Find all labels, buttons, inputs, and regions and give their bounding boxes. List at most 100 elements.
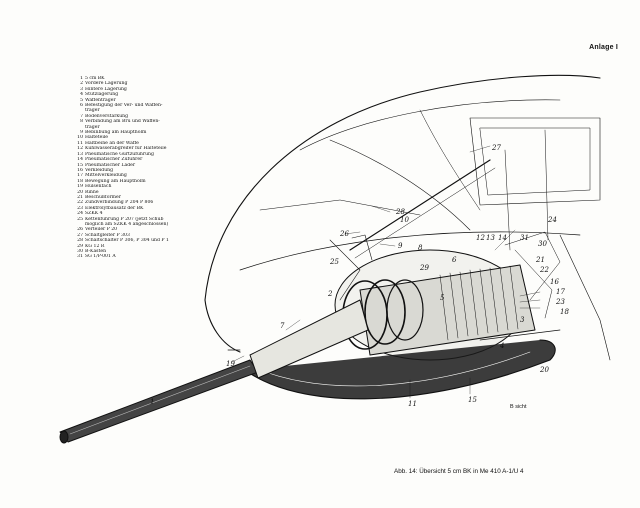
frame-vertical	[504, 149, 511, 251]
legend-number: 27	[77, 232, 83, 238]
legend-number: 3	[80, 86, 83, 92]
legend-text: KG 12 R	[85, 243, 105, 249]
control-rod-2	[354, 167, 496, 259]
callout-number: 14	[498, 234, 507, 242]
legend-text: möglich am SZKK 4 angeschlossen)	[85, 221, 169, 227]
legend-number: 31	[77, 254, 83, 260]
legend-number: 29	[77, 243, 83, 249]
callout-number: 24	[547, 216, 557, 224]
legend-number: 20	[77, 189, 83, 195]
callout-number: 19	[226, 360, 235, 368]
legend-text: Pneumatische Gurtzuführung	[85, 151, 154, 157]
control-rod	[349, 159, 491, 251]
legend-number: 21	[77, 194, 83, 200]
legend-text: Halteteile	[85, 135, 109, 141]
callout-number: 1	[150, 398, 154, 406]
callout-number: 29	[419, 264, 429, 272]
side-panel	[469, 117, 601, 206]
linkage-2	[514, 249, 553, 319]
legend-text: Rinne	[85, 189, 99, 195]
legend-number: 19	[77, 184, 83, 190]
muzzle	[59, 430, 69, 444]
legend-text: Bodenverstärkung	[85, 113, 129, 119]
legend-text: Zündverbindung P 204 P 806	[85, 200, 154, 206]
annex-label: Anlage I	[589, 44, 618, 51]
legend-text: Bebinbung am Hauptholm	[85, 130, 147, 136]
callout-number: 7	[280, 322, 285, 330]
legend-number: 11	[77, 140, 83, 146]
legend-number: 10	[77, 135, 83, 141]
legend-text: träger	[85, 108, 100, 114]
legend-number: 6	[80, 103, 83, 109]
callout-number: 9	[398, 242, 403, 250]
legend-number: 8	[80, 119, 83, 125]
legend-number: 4	[80, 92, 83, 98]
callout-number: 30	[538, 240, 547, 248]
legend-number: 12	[77, 146, 83, 152]
legend-number: 15	[77, 162, 83, 168]
callout-number: 17	[556, 288, 565, 296]
callout-number: 26	[339, 230, 349, 238]
fuselage-nose	[204, 299, 241, 353]
callout-number: 18	[560, 308, 569, 316]
legend-text: SG 1/P-001 A	[85, 254, 116, 260]
canopy-frame-2	[419, 109, 481, 211]
legend-text: 5 cm BK	[85, 76, 105, 81]
legend-number: 26	[77, 227, 83, 233]
legend-item: träger	[73, 108, 198, 113]
floor-line	[239, 231, 581, 271]
legend-text: Pneumatischer Lader	[85, 162, 136, 168]
legend-number: 18	[77, 178, 83, 184]
callout-number: 10	[400, 216, 409, 224]
legend-number: 30	[77, 249, 83, 254]
callout-number: 2	[327, 290, 333, 298]
callout-number: 12	[476, 234, 485, 242]
callout-number: 8	[418, 244, 423, 252]
legend-text: Verteiler P 20	[85, 227, 118, 233]
legend-number: 5	[80, 97, 83, 103]
figure-caption: Abb. 14: Übersicht 5 cm BK in Me 410 A-1…	[394, 468, 524, 475]
legend-number: 28	[77, 238, 83, 244]
legend-text: Verbindung am Bru und Waffen-	[85, 119, 160, 125]
callout-number: 21	[535, 256, 545, 264]
callout-number: 13	[486, 234, 495, 242]
callout-number: 3	[520, 316, 525, 324]
legend-number: 24	[77, 211, 83, 217]
barrel-sleeve	[249, 299, 369, 379]
barrel-highlight	[69, 365, 251, 435]
callout-number: 5	[440, 294, 445, 302]
fuselage-outline	[204, 74, 601, 301]
legend-text: Vordere Lagerung	[85, 81, 128, 87]
side-panel-inner	[479, 127, 591, 196]
legend-number: 13	[77, 151, 83, 157]
legend-number: 2	[80, 81, 83, 87]
legend-number: 17	[77, 173, 83, 179]
legend-text: Kühlwasserabgreifer für Halteteile	[85, 146, 167, 152]
support-rail	[479, 329, 561, 341]
linkage	[504, 231, 561, 301]
view-label: B sicht	[510, 404, 527, 410]
